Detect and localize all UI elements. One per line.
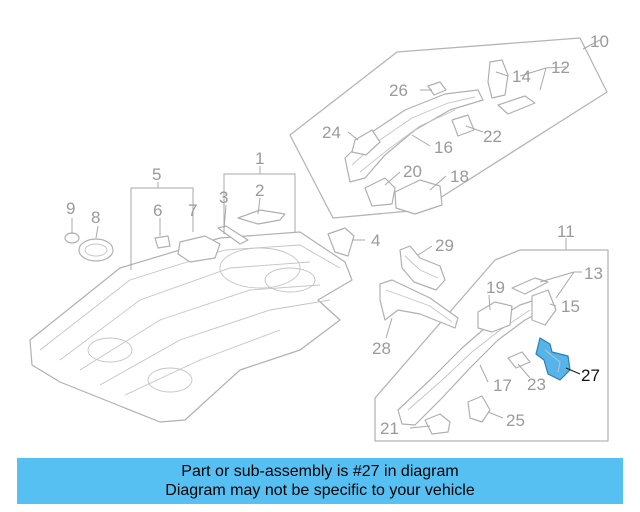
callout-7[interactable]: 7: [188, 201, 197, 220]
part-4-bracket: [327, 227, 355, 257]
part-28-member: [379, 279, 459, 329]
callout-24[interactable]: 24: [322, 123, 341, 142]
part-20-bracket: [364, 177, 396, 207]
callout-23[interactable]: 23: [527, 375, 546, 394]
part-26-bracket: [427, 81, 447, 96]
group-frame-11: [374, 249, 609, 442]
group-frame-10: [289, 37, 608, 219]
callout-8[interactable]: 8: [91, 208, 100, 227]
part-6-bracket: [154, 235, 171, 249]
callout-12[interactable]: 12: [551, 58, 570, 77]
info-banner: Part or sub-assembly is #27 in diagram D…: [17, 458, 623, 504]
part-2-strip: [237, 209, 286, 225]
callout-28[interactable]: 28: [372, 339, 391, 358]
callout-13[interactable]: 13: [584, 264, 603, 283]
callout-1[interactable]: 1: [255, 149, 264, 168]
part-29-panel: [399, 245, 446, 291]
part-9-plug: [64, 232, 80, 244]
part-12-plate: [497, 95, 536, 115]
part-13-plate: [511, 277, 549, 295]
callout-4[interactable]: 4: [371, 231, 380, 250]
callout-2[interactable]: 2: [255, 181, 264, 200]
part-25-bracket: [467, 395, 491, 423]
rear-floor-pan: [29, 231, 353, 423]
callout-19[interactable]: 19: [486, 278, 505, 297]
part-8-grommet: [78, 238, 114, 262]
callout-17[interactable]: 17: [493, 376, 512, 395]
callout-21[interactable]: 21: [380, 419, 399, 438]
part-7-bracket: [177, 235, 221, 263]
callout-25[interactable]: 25: [506, 411, 525, 430]
callout-22[interactable]: 22: [483, 127, 502, 146]
part-24-bracket: [351, 129, 381, 156]
callout-26[interactable]: 26: [389, 81, 408, 100]
callout-5[interactable]: 5: [152, 165, 161, 184]
banner-line-2: Diagram may not be specific to your vehi…: [165, 482, 475, 499]
callout-29[interactable]: 29: [435, 236, 454, 255]
callout-9[interactable]: 9: [66, 199, 75, 218]
callout-18[interactable]: 18: [450, 167, 469, 186]
part-27-highlighted[interactable]: [535, 337, 571, 381]
part-23-bracket: [507, 351, 531, 369]
banner-line-1: Part or sub-assembly is #27 in diagram: [181, 463, 459, 480]
part-19-bracket: [477, 301, 513, 333]
part-18-bracket: [394, 179, 443, 215]
callout-10[interactable]: 10: [590, 32, 609, 51]
callout-20[interactable]: 20: [403, 162, 422, 181]
part-14-bracket: [487, 59, 509, 99]
callout-11[interactable]: 11: [557, 222, 575, 241]
part-21-bracket: [424, 413, 451, 435]
part-22-bracket: [451, 114, 475, 137]
callout-27[interactable]: 27: [581, 366, 600, 385]
callout-15[interactable]: 15: [561, 297, 580, 316]
part-15-bracket: [531, 289, 557, 326]
callout-6[interactable]: 6: [153, 201, 162, 220]
callout-14[interactable]: 14: [512, 67, 531, 86]
callout-16[interactable]: 16: [434, 138, 453, 157]
callout-3[interactable]: 3: [219, 188, 228, 207]
part-3-strip: [217, 225, 249, 245]
